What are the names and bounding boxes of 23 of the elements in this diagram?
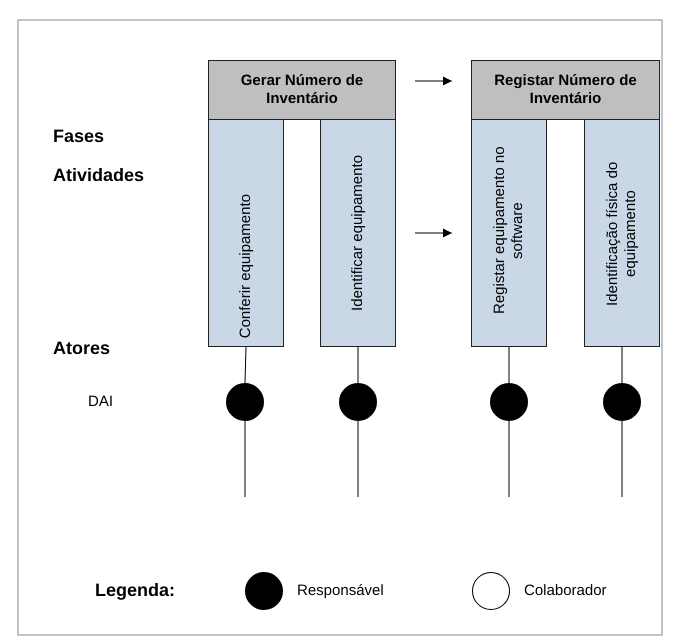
phase-box: Gerar Número de Inventário xyxy=(208,60,396,120)
legend-label: Colaborador xyxy=(524,582,607,599)
arrow xyxy=(414,76,452,86)
activity-box: Identificação física do equipamento xyxy=(584,119,660,347)
connector-line xyxy=(508,346,510,384)
activity-box: Registar equipamento no software xyxy=(471,119,547,347)
phase-box: Registar Número de Inventário xyxy=(471,60,660,120)
connector-line xyxy=(244,346,246,384)
connector-line xyxy=(244,420,246,498)
row-heading: Atividades xyxy=(53,165,144,186)
arrow xyxy=(414,228,452,238)
activity-box: Identificar equipamento xyxy=(320,119,396,347)
responsible-dot xyxy=(490,383,528,421)
activity-box: Conferir equipamento xyxy=(208,119,284,347)
row-heading: Atores xyxy=(53,338,110,359)
row-heading: Fases xyxy=(53,126,104,147)
row-heading: Legenda: xyxy=(95,580,176,601)
responsible-dot xyxy=(339,383,377,421)
connector-line xyxy=(508,420,510,498)
responsible-dot xyxy=(226,383,264,421)
legend-label: Responsável xyxy=(297,582,384,599)
responsible-dot xyxy=(603,383,641,421)
actor-label: DAI xyxy=(88,393,114,410)
